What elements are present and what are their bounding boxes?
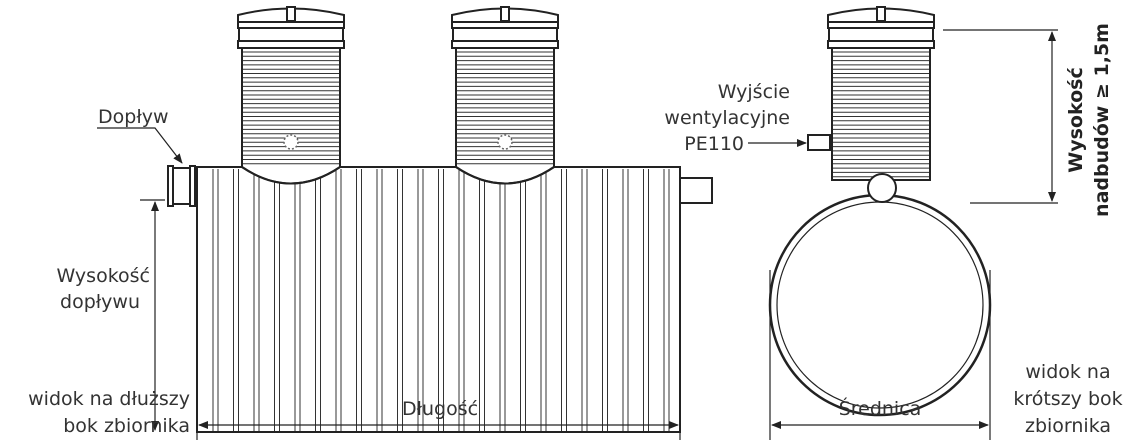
tank-corrugation <box>212 169 670 431</box>
riser-turret-1 <box>237 6 345 185</box>
inlet-pipe <box>167 165 196 207</box>
outlet-pipe-end <box>867 173 897 203</box>
riser-turret-2 <box>451 6 559 185</box>
riser-corrugation <box>456 51 554 165</box>
inlet-label: Dopływ <box>98 106 169 128</box>
diameter-label: Średnica <box>839 396 922 420</box>
riser-corrugation <box>242 51 340 165</box>
vent-hole-icon <box>283 134 299 150</box>
short-side-view <box>768 6 992 417</box>
inlet-height-label-2: dopływu <box>60 291 140 313</box>
tank-cross-section <box>768 193 992 417</box>
vent-pipe-stub <box>807 134 831 151</box>
long-view-label-2: bok zbiornika <box>63 415 190 437</box>
cover-handle <box>286 6 296 22</box>
riser-ring <box>827 40 935 49</box>
riser-body <box>831 47 931 181</box>
riser-corrugation <box>832 51 930 178</box>
dimensions <box>97 29 1058 440</box>
riser-body <box>241 47 341 185</box>
length-label: Długość <box>402 398 478 420</box>
cover-handle <box>500 6 510 22</box>
riser-ring <box>237 40 345 49</box>
inlet-arrow <box>97 127 183 164</box>
outlet-pipe <box>679 177 713 204</box>
vent-label-3: PE110 <box>684 133 744 155</box>
riser-height-label-2: nadbudów ≥ 1,5m <box>1091 23 1113 217</box>
riser-body <box>455 47 555 185</box>
long-side-view <box>167 6 713 433</box>
riser-ring <box>451 40 559 49</box>
inlet-height-label-1: Wysokość <box>56 265 150 287</box>
short-view-label-1: widok na <box>1025 361 1110 383</box>
short-view-label-2: krótszy bok <box>1013 388 1122 410</box>
vent-hole-icon <box>497 134 513 150</box>
riser-height-label-1: Wysokość <box>1065 67 1087 172</box>
short-view-label-3: zbiornika <box>1025 415 1111 437</box>
vent-label-1: Wyjście <box>718 81 790 103</box>
riser-turret-end-view <box>827 6 935 181</box>
vent-label-2: wentylacyjne <box>664 107 790 129</box>
cover-handle <box>876 6 886 22</box>
long-view-label-1: widok na dłuższy <box>28 388 190 410</box>
